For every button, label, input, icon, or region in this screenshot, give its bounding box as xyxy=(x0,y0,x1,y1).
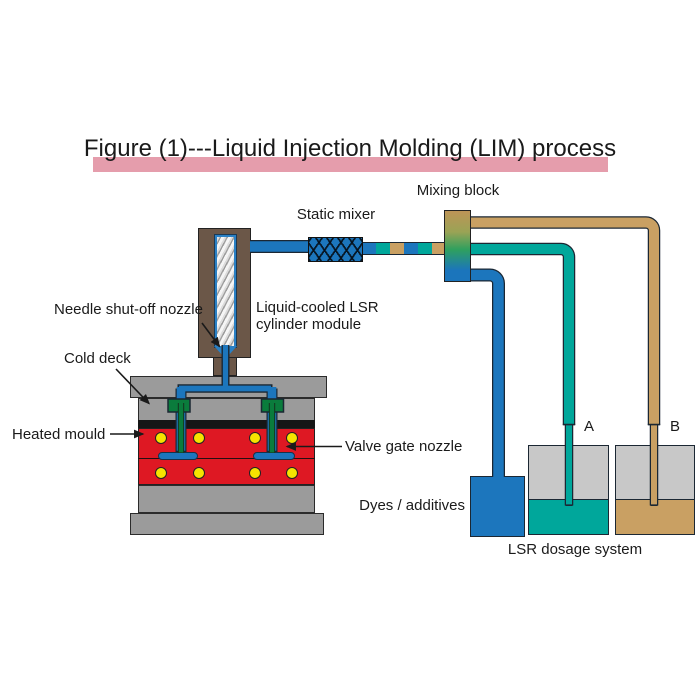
label-mixing-block: Mixing block xyxy=(416,182,500,199)
pipe-component-a xyxy=(469,244,574,425)
heater-cartridge xyxy=(286,467,298,479)
heater-cartridge xyxy=(155,467,167,479)
heater-cartridge xyxy=(155,432,167,444)
injection-screw xyxy=(217,237,234,347)
label-container-b: B xyxy=(670,418,681,435)
title-highlight-band xyxy=(93,157,608,172)
label-needle-nozzle: Needle shut-off nozzle xyxy=(54,301,203,318)
label-heated-mould: Heated mould xyxy=(12,426,106,443)
label-cold-deck: Cold deck xyxy=(64,350,131,367)
heater-cartridge xyxy=(249,467,261,479)
pipe-component-b xyxy=(469,217,659,425)
heater-cartridge xyxy=(193,467,205,479)
pipe-dyes xyxy=(469,269,504,477)
insulation-layer xyxy=(138,420,315,428)
dyes-additives-container xyxy=(470,476,525,537)
tube-b-joint xyxy=(647,423,661,506)
figure-title: Figure (1)---Liquid Injection Molding (L… xyxy=(83,135,617,162)
label-dosage-system: LSR dosage system xyxy=(507,541,643,558)
label-dyes-additives: Dyes / additives xyxy=(359,497,465,514)
tube-a-joint xyxy=(562,423,576,506)
label-valve-gate: Valve gate nozzle xyxy=(345,438,463,455)
heater-cartridge xyxy=(193,432,205,444)
lower-mould-block xyxy=(138,485,315,513)
label-container-a: A xyxy=(584,418,595,435)
label-static-mixer: Static mixer xyxy=(296,206,376,223)
bottom-clamp-plate xyxy=(130,513,324,535)
label-cylinder-module: Liquid-cooled LSR cylinder module xyxy=(256,299,379,333)
mixed-material-pipe xyxy=(361,242,446,255)
parting-line xyxy=(138,457,315,460)
static-mixer-block xyxy=(308,237,363,262)
needle-nozzle-arrow xyxy=(201,322,221,348)
cold-deck-arrow xyxy=(115,368,150,405)
mixing-block xyxy=(444,210,471,282)
heater-cartridge xyxy=(249,432,261,444)
